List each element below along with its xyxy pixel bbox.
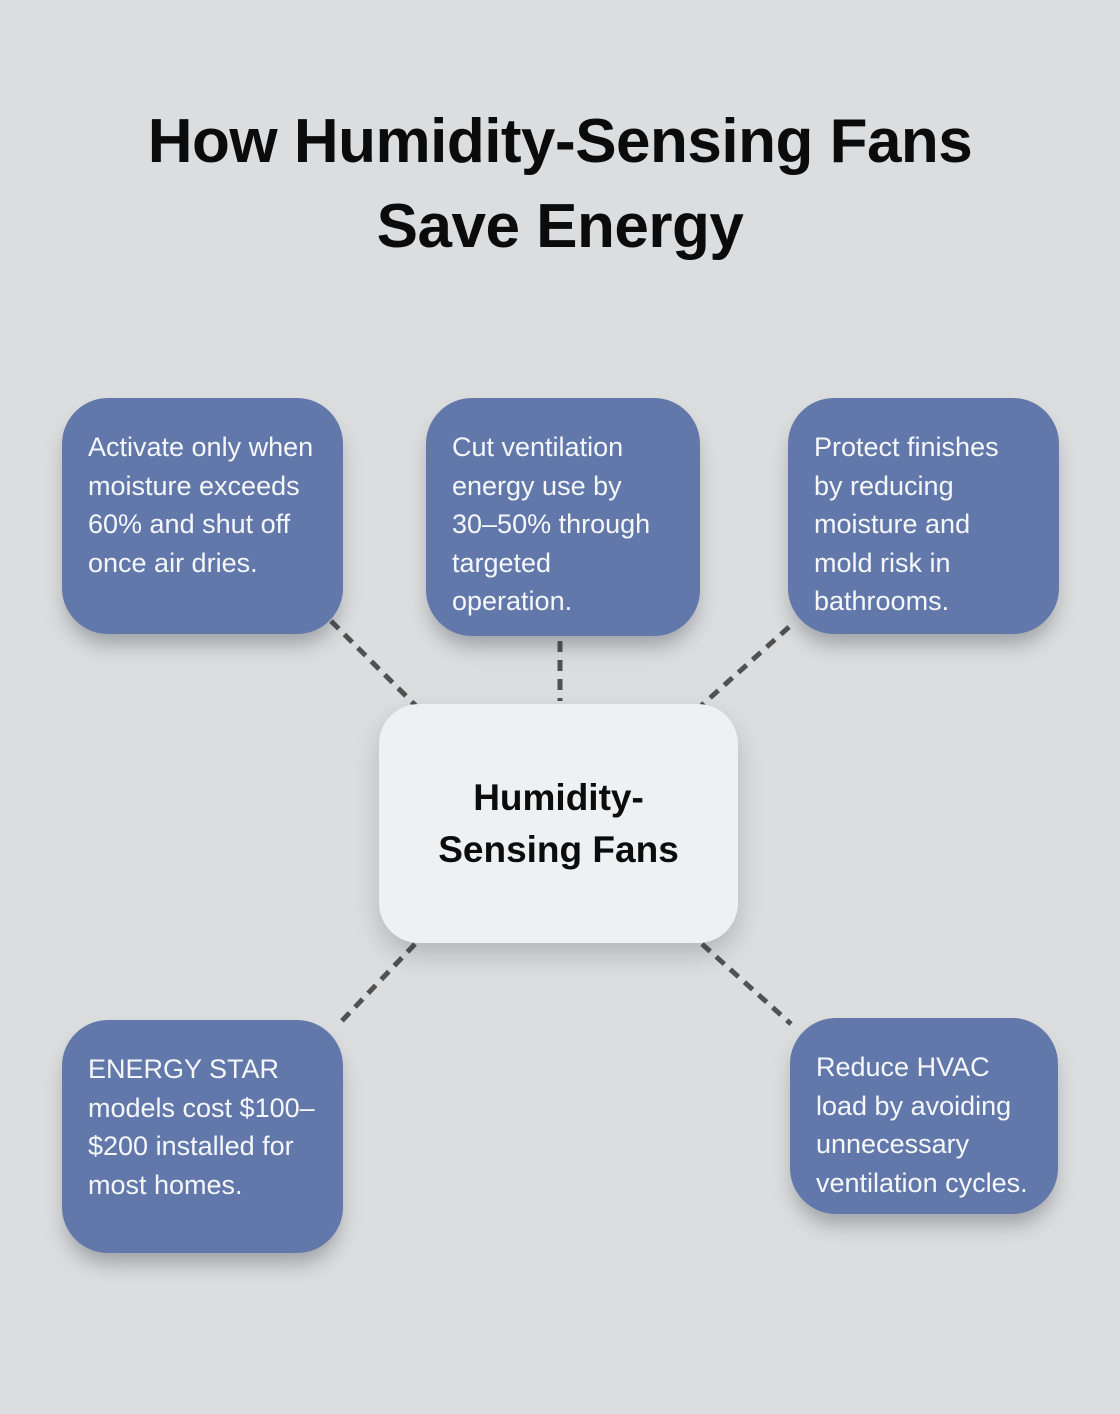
connector-bottom-right xyxy=(700,942,793,1026)
connector-bottom-left xyxy=(335,942,417,1028)
node-energy-star-cost: ENERGY STAR models cost $100–$200 instal… xyxy=(62,1020,343,1253)
node-text: Activate only when moisture exceeds 60% … xyxy=(88,432,314,578)
center-node: Humidity-Sensing Fans xyxy=(379,704,738,943)
center-node-label: Humidity-Sensing Fans xyxy=(438,777,679,870)
node-text: Protect finishes by reducing moisture an… xyxy=(814,432,999,617)
connector-top-right xyxy=(699,625,791,708)
node-protect-finishes: Protect finishes by reducing moisture an… xyxy=(788,398,1059,634)
connector-top-left xyxy=(329,619,418,708)
node-text: Reduce HVAC load by avoiding unnecessary… xyxy=(816,1052,1028,1198)
node-cut-ventilation-energy: Cut ventilation energy use by 30–50% thr… xyxy=(426,398,700,636)
node-text: ENERGY STAR models cost $100–$200 instal… xyxy=(88,1054,315,1200)
node-activate-on-moisture: Activate only when moisture exceeds 60% … xyxy=(62,398,343,634)
page-title: How Humidity-Sensing Fans Save Energy xyxy=(147,107,973,261)
node-reduce-hvac-load: Reduce HVAC load by avoiding unnecessary… xyxy=(790,1018,1058,1214)
node-text: Cut ventilation energy use by 30–50% thr… xyxy=(452,432,651,617)
